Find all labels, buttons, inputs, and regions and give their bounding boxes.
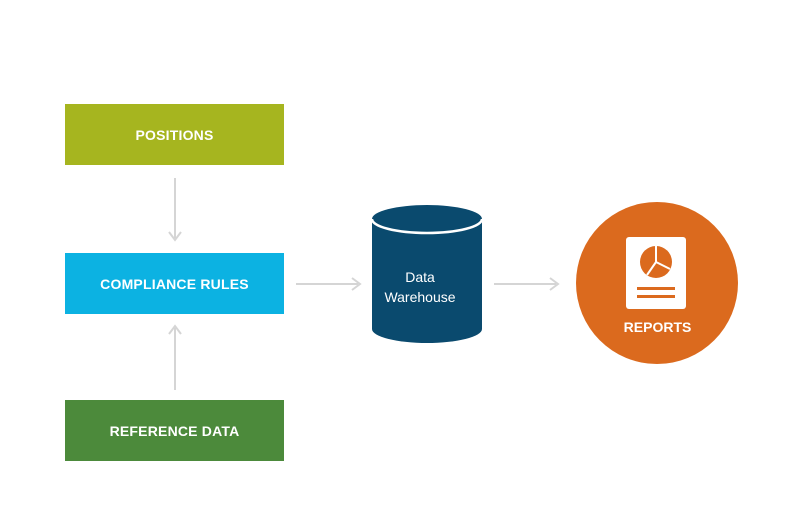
database-cylinder-icon [370, 205, 484, 343]
reports-label: REPORTS [623, 319, 692, 335]
reference-data-label: REFERENCE DATA [109, 422, 240, 439]
report-document-pie-chart-icon [626, 237, 686, 309]
arrow-positions-to-compliance [168, 178, 182, 242]
data-warehouse-label-line1: Data [405, 269, 435, 285]
data-warehouse-label-line2: Warehouse [384, 289, 456, 305]
compliance-rules-node: COMPLIANCE RULES [65, 253, 284, 314]
compliance-rules-label: COMPLIANCE RULES [100, 275, 249, 292]
reference-data-node: REFERENCE DATA [65, 400, 284, 461]
positions-node: POSITIONS [65, 104, 284, 165]
positions-label: POSITIONS [135, 126, 214, 143]
arrow-reference-to-compliance [168, 324, 182, 390]
arrow-warehouse-to-reports [494, 277, 560, 291]
arrow-compliance-to-warehouse [296, 277, 362, 291]
